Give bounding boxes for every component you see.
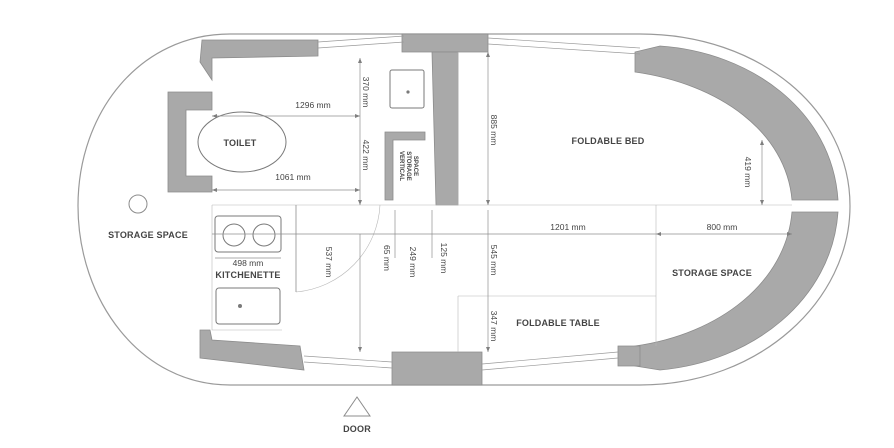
- wall-bottom-left: [199, 329, 305, 371]
- dim-419: 419 mm: [743, 157, 753, 188]
- wall-top-right: [634, 45, 839, 201]
- dim-545: 545 mm: [489, 245, 499, 276]
- wall-left-partition: [167, 91, 213, 193]
- dim-498: 498 mm: [233, 258, 264, 268]
- window-bottom-right: [481, 351, 619, 371]
- dimension-lines: [212, 52, 792, 352]
- room-label-storage-left: STORAGE SPACE: [108, 230, 188, 240]
- room-label-vertical-storage: VERTICAL STORAGE SPACE: [398, 151, 418, 181]
- dim-125: 125 mm: [439, 243, 449, 274]
- wall-bottom-mid: [391, 351, 483, 386]
- window-top-right: [487, 37, 641, 55]
- divider-kitchen: [211, 205, 282, 331]
- dim-370: 370 mm: [361, 77, 371, 108]
- dim-65: 65 mm: [382, 245, 392, 271]
- dim-1201: 1201 mm: [550, 222, 585, 232]
- wall-bottom-right-short: [617, 345, 641, 367]
- vertical-storage-line-2: STORAGE: [405, 151, 411, 181]
- vertical-storage-line-3: SPACE: [412, 156, 418, 176]
- room-label-kitchenette: KITCHENETTE: [215, 270, 280, 280]
- hob-burner-right: [252, 223, 276, 247]
- room-label-toilet: TOILET: [223, 138, 256, 148]
- wall-top-mid-a: [401, 33, 489, 53]
- room-label-foldable-table: FOLDABLE TABLE: [516, 318, 600, 328]
- dim-1296: 1296 mm: [295, 100, 330, 110]
- door-marker-icon: [343, 396, 371, 417]
- storage-drain: [128, 194, 148, 214]
- hob-burner-left: [222, 223, 246, 247]
- dim-347: 347 mm: [489, 311, 499, 342]
- wall-bottom-right: [634, 211, 839, 371]
- room-label-foldable-bed: FOLDABLE BED: [572, 136, 645, 146]
- door-swing: [295, 204, 381, 293]
- vertical-storage-line-1: VERTICAL: [398, 151, 404, 181]
- wall-top-left: [199, 39, 319, 82]
- dim-422: 422 mm: [361, 140, 371, 171]
- window-bottom-left: [303, 355, 393, 369]
- kitchen-sink: [215, 287, 281, 325]
- kitchen-sink-drain: [238, 304, 242, 308]
- toilet-bowl: [197, 111, 287, 173]
- dim-537: 537 mm: [324, 247, 334, 278]
- window-top-left: [317, 35, 405, 49]
- room-label-storage-right: STORAGE SPACE: [672, 268, 752, 278]
- dim-800: 800 mm: [707, 222, 738, 232]
- bathroom-sink-drain: [406, 90, 410, 94]
- dim-249: 249 mm: [408, 247, 418, 278]
- wall-storage-partition: [384, 131, 426, 201]
- wall-center-column: [431, 51, 459, 206]
- dim-885: 885 mm: [489, 115, 499, 146]
- bathroom-sink: [389, 69, 425, 109]
- room-label-door: DOOR: [343, 424, 371, 434]
- dimension-arrows: [212, 52, 792, 352]
- dim-1061: 1061 mm: [275, 172, 310, 182]
